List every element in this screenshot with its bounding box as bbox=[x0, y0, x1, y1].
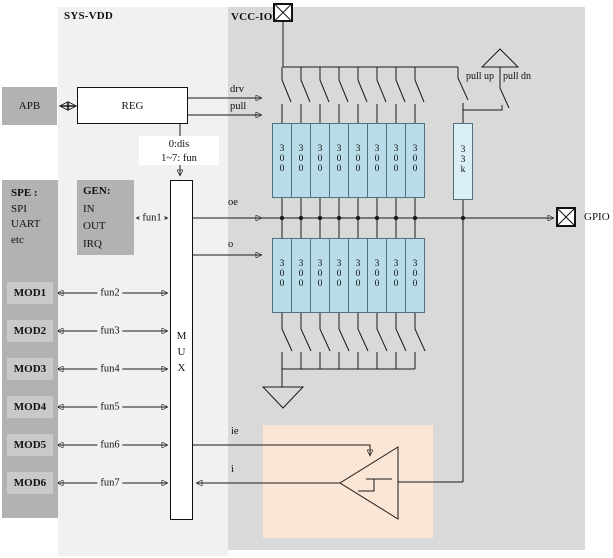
spe-line: etc bbox=[11, 233, 24, 246]
gen-title: GEN: bbox=[83, 185, 111, 197]
drive-resistor: 300 bbox=[291, 123, 311, 198]
fun7-label: fun7 bbox=[97, 477, 123, 489]
mod3-box: MOD3 bbox=[7, 358, 53, 380]
pull-dn-label: pull dn bbox=[503, 71, 532, 82]
drive-resistor: 300 bbox=[367, 123, 387, 198]
apb-label: APB bbox=[18, 100, 41, 112]
gpio-pad-icon bbox=[556, 207, 576, 227]
spe-line: SPI bbox=[11, 202, 27, 215]
fun1-label: fun1 bbox=[139, 212, 165, 224]
select-note-line2: 1~7: fun bbox=[161, 152, 197, 164]
mux-box: MUX bbox=[170, 180, 193, 520]
vcc-io-title: VCC-IO bbox=[231, 11, 273, 23]
vcc-io-pad-icon bbox=[273, 3, 293, 22]
pull-resistor: 33k bbox=[453, 123, 473, 200]
pull-label: pull bbox=[230, 101, 247, 112]
mux-select-note: 0:dis 1~7: fun bbox=[139, 136, 219, 165]
mod5-box: MOD5 bbox=[7, 434, 53, 456]
input-buffer-region bbox=[263, 425, 433, 538]
o-label: o bbox=[228, 239, 234, 250]
fun6-label: fun6 bbox=[97, 439, 123, 451]
drive-resistor: 300 bbox=[386, 238, 406, 313]
mod4-box: MOD4 bbox=[7, 396, 53, 418]
drive-resistor: 300 bbox=[329, 123, 349, 198]
mux-label: MUX bbox=[176, 330, 187, 374]
spe-title: SPE : bbox=[11, 187, 38, 199]
apb-bus-box: APB bbox=[2, 87, 57, 125]
peripheral-container: SPE : SPI UART etc bbox=[2, 180, 58, 518]
fun3-label: fun3 bbox=[97, 325, 123, 337]
oe-label: oe bbox=[228, 197, 238, 208]
drive-resistor: 300 bbox=[329, 238, 349, 313]
drive-resistor: 300 bbox=[386, 123, 406, 198]
drive-resistor: 300 bbox=[272, 123, 292, 198]
drive-resistor: 300 bbox=[405, 238, 425, 313]
i-label: i bbox=[231, 464, 234, 475]
sys-vdd-title: SYS-VDD bbox=[64, 10, 114, 22]
drive-resistor: 300 bbox=[272, 238, 292, 313]
fun5-label: fun5 bbox=[97, 401, 123, 413]
ie-label: ie bbox=[231, 426, 239, 437]
drive-resistor: 300 bbox=[310, 123, 330, 198]
reg-box: REG bbox=[77, 87, 188, 124]
drive-resistor: 300 bbox=[405, 123, 425, 198]
mod1-box: MOD1 bbox=[7, 282, 53, 304]
drive-resistor: 300 bbox=[348, 123, 368, 198]
mod6-box: MOD6 bbox=[7, 472, 53, 494]
mod2-box: MOD2 bbox=[7, 320, 53, 342]
drv-label: drv bbox=[230, 84, 244, 95]
drive-resistor: 300 bbox=[291, 238, 311, 313]
select-note-line1: 0:dis bbox=[168, 139, 190, 150]
gpio-label: GPIO bbox=[584, 211, 610, 223]
spe-line: UART bbox=[11, 218, 41, 230]
pull-up-label: pull up bbox=[466, 71, 495, 82]
gen-line: OUT bbox=[83, 220, 106, 232]
gen-line: IRQ bbox=[83, 237, 102, 250]
fun2-label: fun2 bbox=[97, 287, 123, 299]
drive-resistor: 300 bbox=[367, 238, 387, 313]
gen-line: IN bbox=[83, 202, 95, 215]
drive-resistor: 300 bbox=[310, 238, 330, 313]
drive-resistor: 300 bbox=[348, 238, 368, 313]
fun4-label: fun4 bbox=[97, 363, 123, 375]
gen-box: GEN: IN OUT IRQ bbox=[77, 180, 134, 255]
reg-label: REG bbox=[121, 99, 144, 112]
